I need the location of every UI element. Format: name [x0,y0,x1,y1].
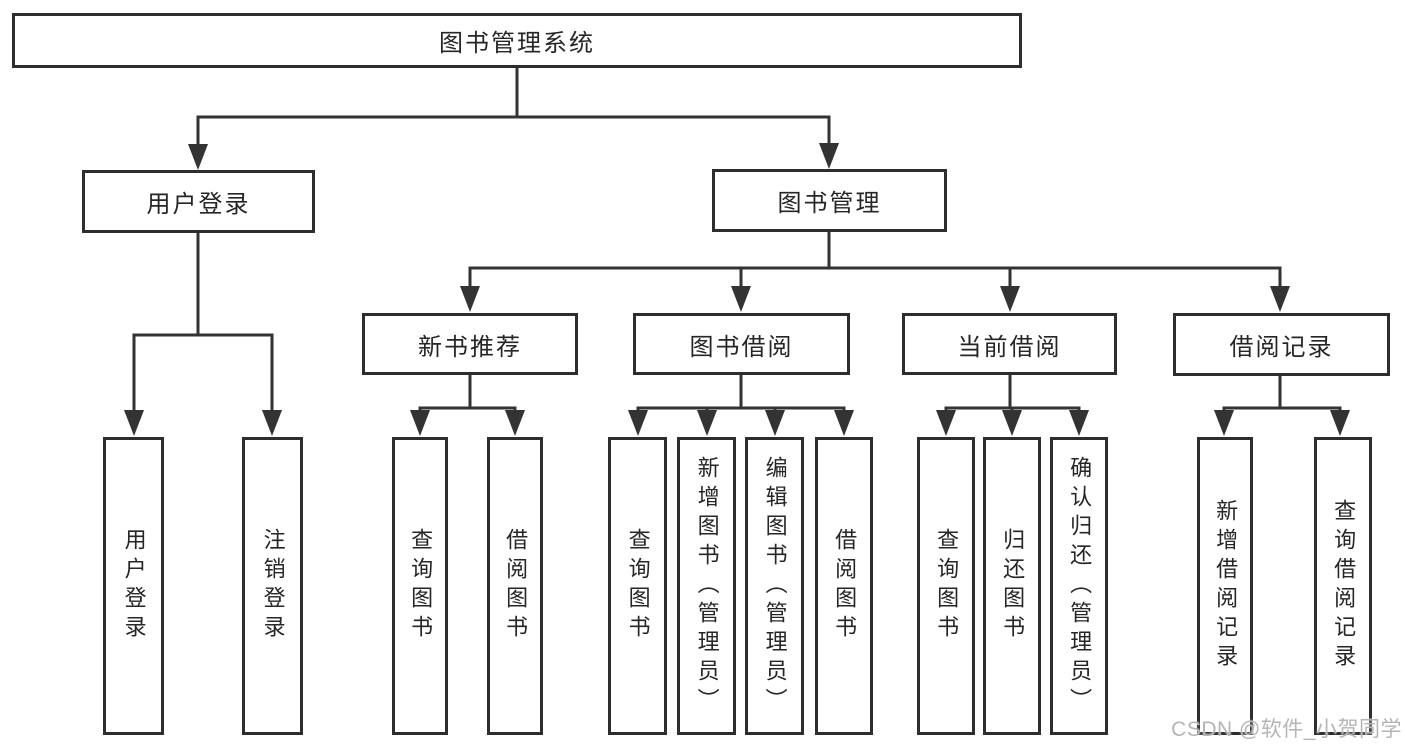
node-current-borrowing: 当前借阅 [902,313,1117,375]
leaf-logout: 注销登录 [242,437,303,735]
node-current-borrowing-label: 当前借阅 [957,333,1062,361]
leaf-add-borrow-record: 新增借阅记录 [1197,437,1253,735]
leaf-add-borrow-record-label: 新增借阅记录 [1213,499,1239,673]
node-user-login-label: 用户登录 [146,191,251,218]
leaf-user-login-label: 用户登录 [121,528,147,644]
node-book-borrowing-label: 图书借阅 [689,333,794,361]
leaf-return-book: 归还图书 [983,437,1041,735]
leaf-query-books-2-label: 查询图书 [625,528,651,644]
leaf-query-books-3: 查询图书 [917,437,975,735]
node-new-book-recommend: 新书推荐 [362,313,578,375]
node-new-book-recommend-label: 新书推荐 [418,333,522,361]
csdn-watermark: CSDN @软件_小贺同学 [1171,718,1402,741]
node-book-borrowing: 图书借阅 [633,313,850,375]
node-user-login: 用户登录 [82,170,315,233]
arrowheads [124,143,1350,436]
node-borrowing-records: 借阅记录 [1173,313,1390,376]
leaf-add-book-admin: 新增图书（管理员） [677,437,736,735]
leaf-confirm-return-admin: 确认归还（管理员） [1050,437,1108,735]
leaf-query-borrow-record: 查询借阅记录 [1314,437,1372,735]
node-root-system: 图书管理系统 [12,13,1022,68]
leaf-query-books-1: 查询图书 [392,437,448,735]
connector-strokes [132,66,1342,422]
leaf-return-book-label: 归还图书 [1000,528,1026,644]
leaf-borrow-books-2-label: 借阅图书 [832,528,858,644]
leaf-borrow-books-2: 借阅图书 [815,437,873,735]
leaf-add-book-admin-label: 新增图书（管理员） [694,455,720,717]
leaf-query-books-1-label: 查询图书 [408,528,434,644]
leaf-logout-label: 注销登录 [260,528,286,644]
leaf-borrow-books-1-label: 借阅图书 [503,528,529,644]
leaf-query-books-3-label: 查询图书 [934,528,960,644]
node-borrowing-records-label: 借阅记录 [1229,334,1334,361]
leaf-query-borrow-record-label: 查询借阅记录 [1331,499,1357,673]
node-root-system-label: 图书管理系统 [439,30,595,57]
leaf-query-books-2: 查询图书 [608,437,667,735]
leaf-borrow-books-1: 借阅图书 [487,437,543,735]
leaf-edit-book-admin-label: 编辑图书（管理员） [762,455,788,717]
leaf-user-login: 用户登录 [103,437,164,735]
leaf-confirm-return-admin-label: 确认归还（管理员） [1067,455,1093,717]
node-book-management-label: 图书管理 [777,190,882,217]
leaf-edit-book-admin: 编辑图书（管理员） [745,437,804,735]
node-book-management: 图书管理 [712,169,947,232]
